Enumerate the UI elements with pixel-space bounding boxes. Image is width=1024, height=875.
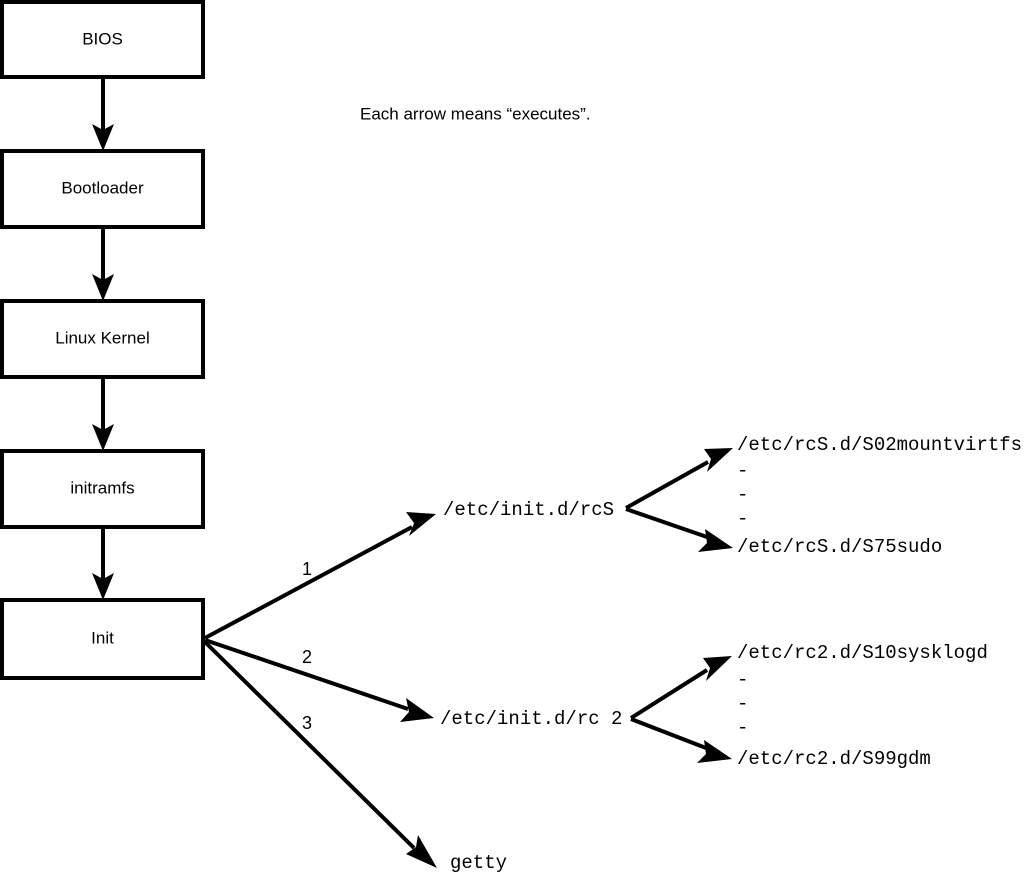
arrow-rc2-to-last-script — [630, 717, 732, 763]
branch-target-getty[interactable]: getty — [450, 852, 507, 874]
arrow-init-branch-1 — [204, 512, 436, 640]
stage-box-bios-label: BIOS — [82, 29, 123, 48]
arrow-rc2-to-first-script — [629, 656, 732, 720]
rcs-script-first: /etc/rcS.d/S02mountvirtfs — [737, 434, 1022, 456]
stage-box-init-label: Init — [91, 628, 114, 647]
stage-box-initramfs-label: initramfs — [70, 478, 134, 497]
branch-target-rc2[interactable]: /etc/init.d/rc 2 — [440, 708, 622, 730]
stage-box-kernel[interactable]: Linux Kernel — [0, 299, 205, 379]
arrow-initramfs-to-init — [92, 527, 114, 600]
arrow-kernel-to-initramfs — [92, 377, 114, 451]
rc2-script-first: /etc/rc2.d/S10sysklogd — [737, 642, 988, 664]
stage-box-initramfs-rect — [0, 449, 205, 529]
stage-box-bootloader[interactable]: Bootloader — [0, 149, 205, 229]
branch-target-rcs[interactable]: /etc/init.d/rcS — [443, 499, 614, 521]
arrow-init-branch-3 — [203, 640, 437, 868]
rcs-ellipsis-dash-1: - — [737, 460, 748, 482]
branch-number-2: 2 — [302, 647, 312, 667]
rc2-ellipsis-dash-1: - — [737, 669, 748, 691]
stage-box-init-rect — [0, 598, 205, 680]
stage-box-bios[interactable]: BIOS — [0, 0, 205, 79]
stage-box-kernel-label: Linux Kernel — [55, 328, 150, 347]
stage-box-bios-rect — [0, 0, 205, 79]
stage-box-init[interactable]: Init — [0, 598, 205, 680]
rc2-script-last: /etc/rc2.d/S99gdm — [737, 748, 931, 770]
arrow-bootloader-to-kernel — [92, 227, 114, 301]
arrow-init-branch-2 — [204, 638, 434, 722]
diagram-caption: Each arrow means “executes”. — [360, 104, 591, 123]
arrow-rcs-to-first-script — [625, 448, 733, 510]
branch-number-1: 1 — [302, 559, 312, 579]
rcs-ellipsis-dash-2: - — [737, 484, 748, 506]
rcs-ellipsis-dash-3: - — [737, 508, 748, 530]
rc2-ellipsis-dash-3: - — [737, 717, 748, 739]
rcs-script-last: /etc/rcS.d/S75sudo — [737, 536, 942, 558]
rc2-ellipsis-dash-2: - — [737, 693, 748, 715]
arrow-rcs-to-last-script — [625, 507, 733, 552]
stage-box-bootloader-label: Bootloader — [61, 178, 144, 197]
stage-box-initramfs[interactable]: initramfs — [0, 449, 205, 529]
branch-number-3: 3 — [302, 713, 312, 733]
arrow-bios-to-bootloader — [92, 77, 114, 151]
